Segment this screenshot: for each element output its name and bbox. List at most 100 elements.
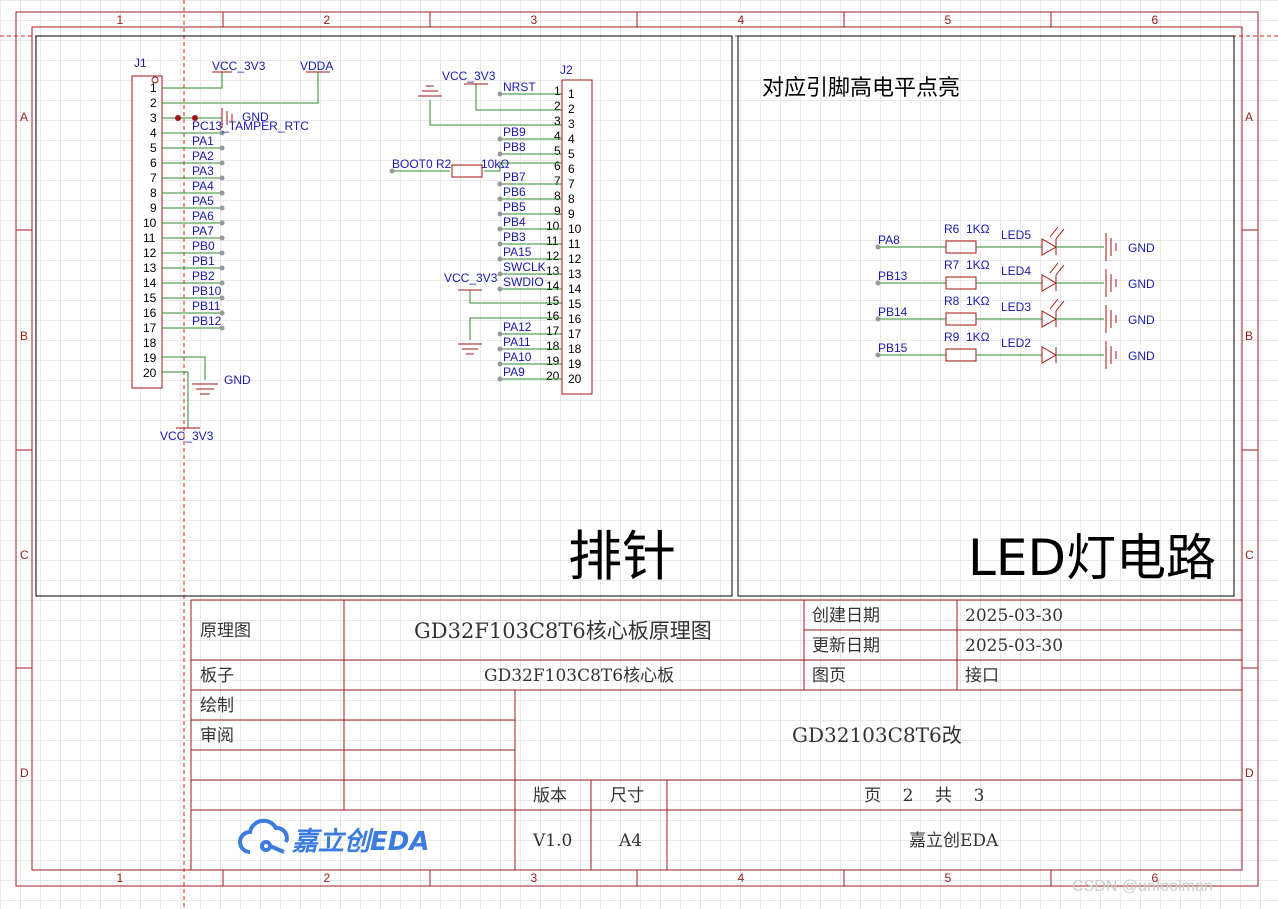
- light-arrow-icon: [1049, 226, 1059, 238]
- j2-vcc-mid-label: VCC_3V3: [444, 271, 498, 285]
- led-gnd-label: GND: [1128, 241, 1155, 255]
- j2-net-label: NRST: [503, 80, 536, 94]
- j2-pin-number-left: 3: [554, 114, 561, 128]
- j1-pin-number: 10: [143, 216, 157, 230]
- tb-updated: 2025-03-30: [965, 636, 1063, 656]
- j1-pin-number: 8: [150, 186, 157, 200]
- j2-pin-number-left: 16: [546, 309, 560, 323]
- j1-power-wires: [162, 72, 319, 428]
- net-node: [219, 310, 225, 316]
- net-node: [219, 295, 225, 301]
- light-arrow-icon: [1049, 262, 1059, 274]
- led-gnd-label: GND: [1128, 277, 1155, 291]
- j2-pin-number: 19: [568, 357, 582, 371]
- j1-net-label: PC13_TAMPER_RTC: [192, 119, 309, 133]
- boot0-label: BOOT0: [392, 157, 433, 171]
- tb-label-board: 板子: [200, 666, 234, 686]
- zone-row-label: B: [1245, 329, 1253, 343]
- j2-pin-number: 6: [568, 162, 575, 176]
- light-arrow-icon: [1055, 300, 1065, 312]
- led-net-label: PA8: [878, 233, 900, 247]
- header-panel: [35, 35, 733, 597]
- j1-pin-number: 6: [150, 156, 157, 170]
- resistor-value: 1KΩ: [966, 330, 990, 344]
- j1-pin-number: 3: [150, 111, 157, 125]
- connector-j2[interactable]: J2 1122334455667788991010111112121313141…: [389, 63, 593, 395]
- j1-junction: [192, 115, 198, 121]
- j2-vcc-label: VCC_3V3: [442, 69, 496, 83]
- j1-net-label: PB0: [192, 239, 215, 253]
- net-node: [219, 220, 225, 226]
- led-panel-title: LED灯电路: [968, 529, 1216, 587]
- net-node: [497, 136, 503, 142]
- resistor-ref: R6: [944, 222, 960, 236]
- net-node: [219, 280, 225, 286]
- net-node: [497, 361, 503, 367]
- j1-pin-number: 12: [143, 246, 157, 260]
- j2-net-label: PB4: [503, 215, 526, 229]
- net-node: [497, 241, 503, 247]
- led-net-label: PB14: [878, 305, 908, 319]
- resistor-value: 1KΩ: [966, 294, 990, 308]
- j1-pin-number: 14: [143, 276, 157, 290]
- net-node: [875, 244, 881, 250]
- j2-pin-numbers: 1122334455667788991010111112121313141415…: [546, 84, 582, 386]
- zone-col-label: 6: [1152, 871, 1159, 885]
- tb-page-name: 接口: [965, 666, 999, 686]
- j2-pin-number-left: 18: [546, 339, 560, 353]
- j2-wires: [497, 91, 562, 382]
- resistor-value: 1KΩ: [966, 222, 990, 236]
- j2-power-wires: [392, 84, 562, 340]
- led-gnd-label: GND: [1128, 349, 1155, 363]
- net-node: [497, 151, 503, 157]
- light-arrow-icon: [1049, 298, 1059, 310]
- net-node: [497, 196, 503, 202]
- j1-gnd-bottom-label: GND: [224, 373, 251, 387]
- zone-col-label: 3: [531, 871, 538, 885]
- net-node: [497, 271, 503, 277]
- j2-net-label: PB8: [503, 140, 526, 154]
- lceda-logo: 嘉立创EDA: [238, 818, 429, 857]
- j2-pin-number: 15: [568, 297, 582, 311]
- j1-vdda-label: VDDA: [300, 59, 333, 73]
- j2-pin-number-left: 14: [546, 279, 560, 293]
- net-node: [219, 130, 225, 136]
- j1-pin-number: 13: [143, 261, 157, 275]
- j2-pin-number: 11: [568, 237, 581, 251]
- j2-pin-number-left: 2: [554, 99, 561, 113]
- j2-net-label: PB3: [503, 230, 526, 244]
- zone-col-label: 6: [1152, 13, 1159, 27]
- j1-net-label: PB12: [192, 314, 222, 328]
- j2-pin-number-left: 20: [546, 369, 560, 383]
- light-arrow-icon: [1055, 228, 1065, 240]
- net-node: [219, 175, 225, 181]
- r2-ref: R2: [436, 157, 452, 171]
- led-icon: [1041, 274, 1058, 292]
- j2-net-label: PA12: [503, 320, 532, 334]
- tb-label-schematic: 原理图: [200, 621, 251, 641]
- tb-label-review: 审阅: [200, 726, 234, 746]
- zone-row-label: D: [20, 766, 29, 780]
- j2-pin-number: 13: [568, 267, 582, 281]
- j1-vcc-label: VCC_3V3: [212, 59, 266, 73]
- title-block: [190, 599, 1243, 871]
- j2-net-label: PA10: [503, 350, 532, 364]
- zone-row-label: B: [20, 329, 28, 343]
- j2-pin-number-left: 7: [554, 174, 561, 188]
- tb-label-updated: 更新日期: [812, 636, 880, 656]
- zone-col-label: 4: [738, 871, 745, 885]
- j1-net-label: PB10: [192, 284, 222, 298]
- tb-schematic-name: GD32F103C8T6核心板原理图: [414, 619, 712, 643]
- resistor: [945, 348, 977, 362]
- j1-pin-number: 1: [150, 81, 157, 95]
- net-node: [219, 250, 225, 256]
- j1-pin-number: 11: [143, 231, 156, 245]
- tb-company: 嘉立创EDA: [909, 831, 999, 851]
- j2-pin-number: 5: [568, 147, 575, 161]
